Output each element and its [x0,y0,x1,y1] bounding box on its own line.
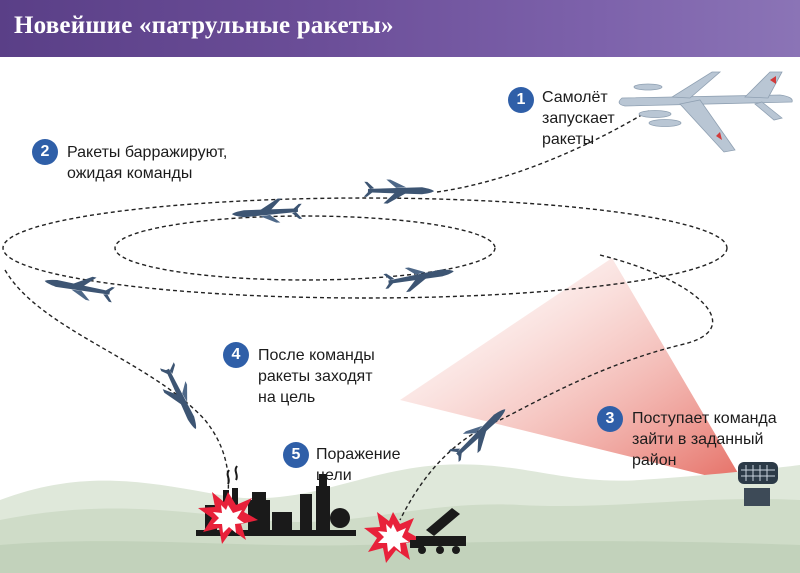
step-3-line: зайти в заданный [632,431,764,448]
inner-patrol-orbit [114,215,496,281]
title-bar: Новейшие «патрульные ракеты» [0,0,800,57]
step-3-line: район [632,452,677,469]
step-5-badge: 5 [283,442,309,468]
launch-path [436,109,651,193]
radar-beam [400,258,745,485]
step-3-line: Поступает команда [632,410,777,427]
step-2-line: ожидая команды [67,165,193,182]
missile-icon [382,261,456,295]
step-4-line: на цель [258,389,316,406]
step-1-badge: 1 [508,87,534,113]
step-1-text: Самолёт запускает ракеты [542,87,615,150]
missile-icon [363,178,435,206]
page-title: Новейшие «патрульные ракеты» [14,12,394,39]
aircraft-icon [618,71,793,153]
attack-path-left [4,269,230,496]
step-2-badge: 2 [32,139,58,165]
missile-icon [154,361,205,435]
step-5-line: Поражение [316,446,401,463]
step-1-line: Самолёт [542,89,608,106]
step-2-line: Ракеты барражируют, [67,144,228,161]
step-5-text: Поражение цели [316,444,400,486]
step-4-line: После команды [258,347,375,364]
step-1-line: запускает [542,110,615,127]
step-1-line: ракеты [542,131,595,148]
step-4-text: После команды ракеты заходят на цель [258,345,375,408]
radar-icon [738,462,778,506]
step-5-line: цели [316,467,352,484]
missile-icon [231,197,303,225]
explosion-icon [364,512,422,563]
step-4-badge: 4 [223,342,249,368]
outer-patrol-orbit [2,197,728,299]
explosion-icon [198,492,258,544]
step-2-text: Ракеты барражируют, ожидая команды [67,142,227,184]
step-4-line: ракеты заходят [258,368,373,385]
step-3-badge: 3 [597,406,623,432]
missile-icon [42,267,117,306]
launcher-icon [410,508,466,554]
step-3-text: Поступает команда зайти в заданный район [632,408,777,471]
